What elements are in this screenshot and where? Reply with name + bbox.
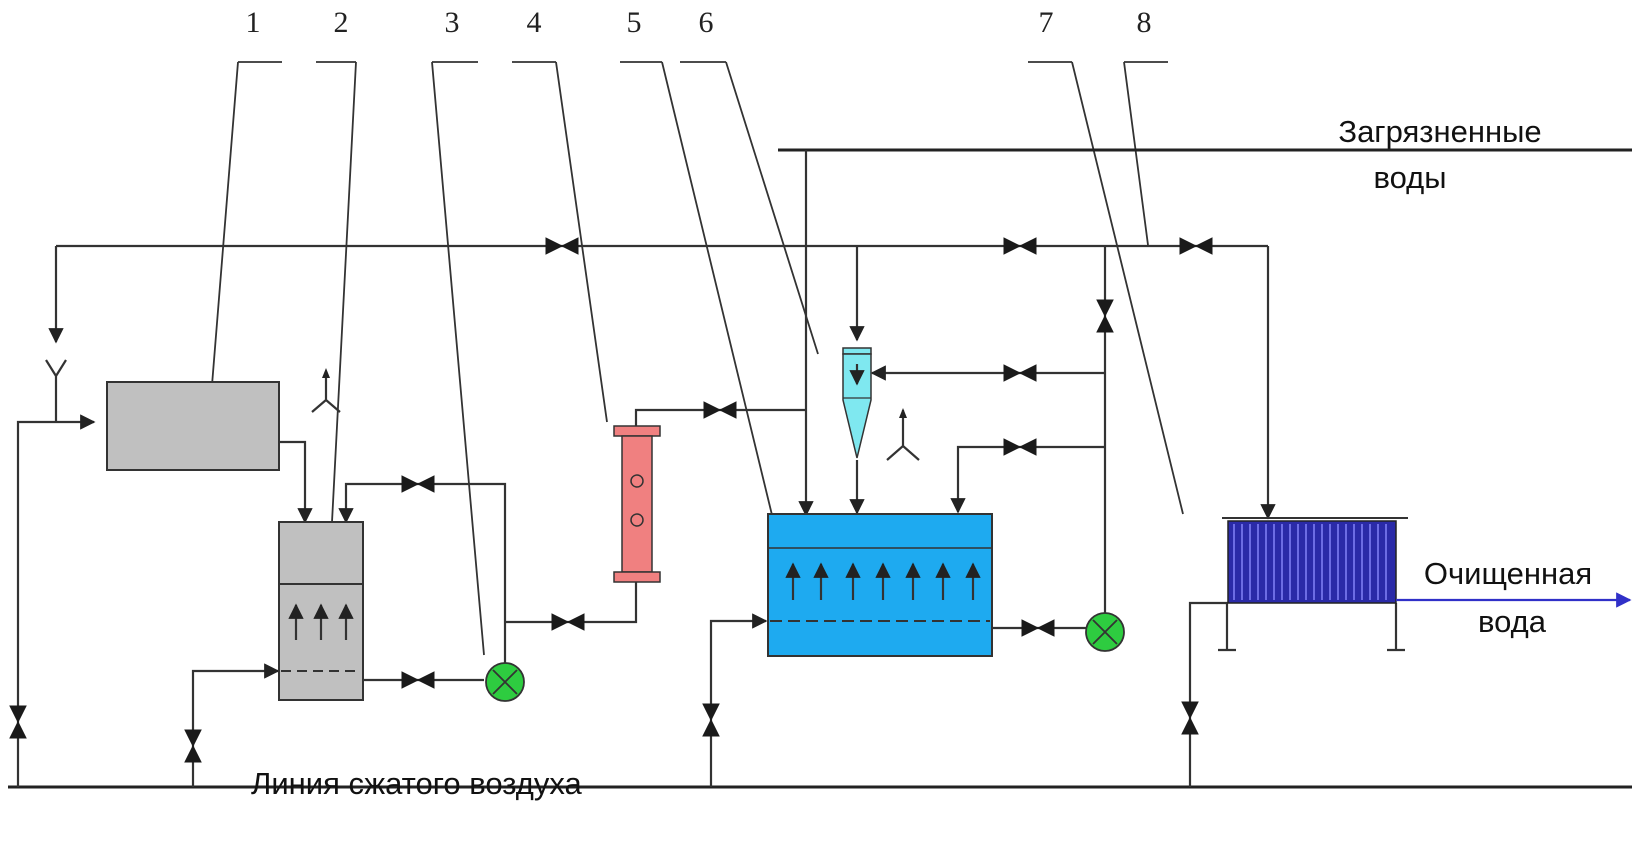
clean-water-label-2: вода [1478, 604, 1547, 639]
vent-arrow-3 [899, 408, 907, 418]
callout-8: 8 [1137, 6, 1152, 39]
valve-air-2 [184, 729, 202, 763]
valve-column-out [703, 401, 737, 419]
leader-4 [512, 61, 608, 423]
callout-1: 1 [246, 6, 261, 39]
pump1-to-column [505, 578, 638, 624]
callout-7: 7 [1039, 6, 1054, 39]
valve-air-1 [9, 705, 27, 739]
flotator [767, 513, 993, 657]
valve-top-1 [545, 237, 579, 255]
valve-top-3 [1179, 237, 1213, 255]
valve-tank2-out [401, 671, 435, 689]
leader-lines [209, 61, 1184, 656]
valve-to-hydrocyclone [1003, 364, 1037, 382]
ion-exchange-column [613, 425, 661, 583]
filter-legs [1218, 603, 1405, 652]
valve-column-in [551, 613, 585, 631]
tank-2 [278, 521, 364, 701]
valve-top-2 [1003, 237, 1037, 255]
callout-4: 4 [527, 6, 542, 39]
valve-air-4 [1181, 701, 1199, 735]
callout-numbers: 1 2 3 4 5 6 7 8 [246, 6, 1152, 39]
vent-icon-1 [45, 359, 67, 422]
dirty-water-label-1: Загрязненные [1338, 114, 1541, 149]
leader-5 [620, 61, 773, 516]
leader-7 [1028, 61, 1184, 515]
valve-riser [1096, 299, 1114, 333]
callout-6: 6 [699, 6, 714, 39]
tank1-to-tank2 [277, 440, 313, 524]
pump-1 [485, 662, 525, 702]
leader-6 [680, 61, 819, 355]
vent-symbols [45, 359, 920, 461]
vent-arrow-2 [322, 368, 330, 378]
hydrocyclone [842, 347, 872, 459]
dirty-water-label-2: воды [1373, 160, 1446, 195]
tank-1 [106, 381, 280, 471]
main-lines [8, 148, 1632, 789]
riser-to-flotator [950, 445, 1105, 514]
leader-8 [1123, 61, 1168, 246]
clean-water-label-1: Очищенная [1424, 556, 1592, 591]
valves [9, 237, 1213, 763]
air-to-filter [1188, 601, 1228, 787]
valve-flotator-out [1021, 619, 1055, 637]
valve-to-flotator-top [1003, 438, 1037, 456]
callout-2: 2 [334, 6, 349, 39]
callout-3: 3 [445, 6, 460, 39]
leader-1 [209, 61, 282, 411]
air-to-tank1 [16, 414, 96, 787]
pump-2 [1085, 612, 1125, 652]
leader-3 [431, 61, 485, 656]
valve-air-3 [702, 703, 720, 737]
leader-2 [316, 61, 357, 523]
column-to-flotator [634, 408, 806, 426]
pump1-recirc-to-tank2 [338, 482, 507, 680]
compressed-air-label: Линия сжатого воздуха [251, 766, 582, 801]
filter-unit [1222, 517, 1408, 604]
callout-5: 5 [627, 6, 642, 39]
valve-recirc [401, 475, 435, 493]
